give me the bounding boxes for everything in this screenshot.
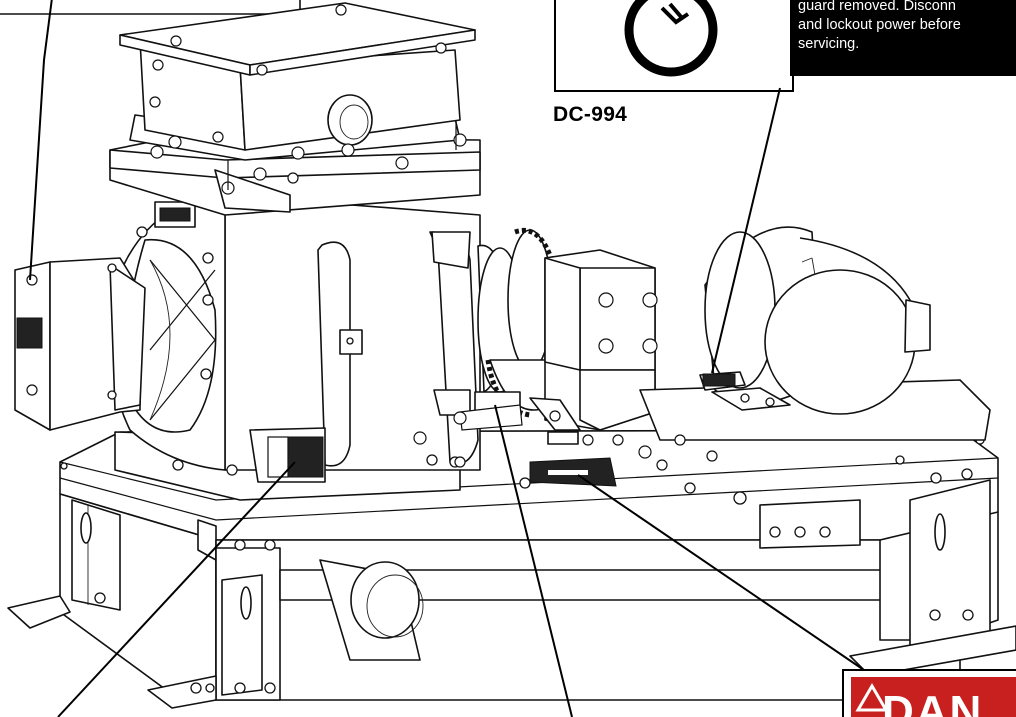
inlet-flange-and-hopper [109,2,481,216]
gear-reducer [529,249,658,445]
warning-line-3: servicing. [798,36,860,52]
nameplate-decal [267,436,289,478]
callout-label-box [0,0,301,15]
electric-motor [639,226,991,441]
callout-leader-lines [29,0,881,717]
danger-signal-word: DAN [882,687,984,717]
warning-text-panel [790,0,1016,76]
gear-hand-hazard-icon [624,0,718,77]
warning-instructions: guard removed. Disconn and lockout power… [798,0,1016,54]
rotation-sensor-box [14,257,146,431]
hazard-decals [529,457,617,487]
valve-body [108,194,481,501]
leader-motor-decal [711,87,781,374]
warning-line-1: guard removed. Disconn [798,0,956,14]
sensor-decal [16,317,43,349]
leader-sensor [29,0,53,281]
drive-shaft-guard [319,559,424,661]
warning-triangle-icon [855,683,889,712]
leader-nameplate [57,461,296,717]
leader-guard-decal [494,404,573,717]
hex-bolts [226,411,718,476]
leader-base-decal [577,474,881,682]
warning-decal-graphic [554,0,1016,92]
danger-label-graphic [842,669,1016,717]
decal-part-number: DC-994 [553,103,628,126]
warning-line-2: and lockout power before [798,17,961,33]
